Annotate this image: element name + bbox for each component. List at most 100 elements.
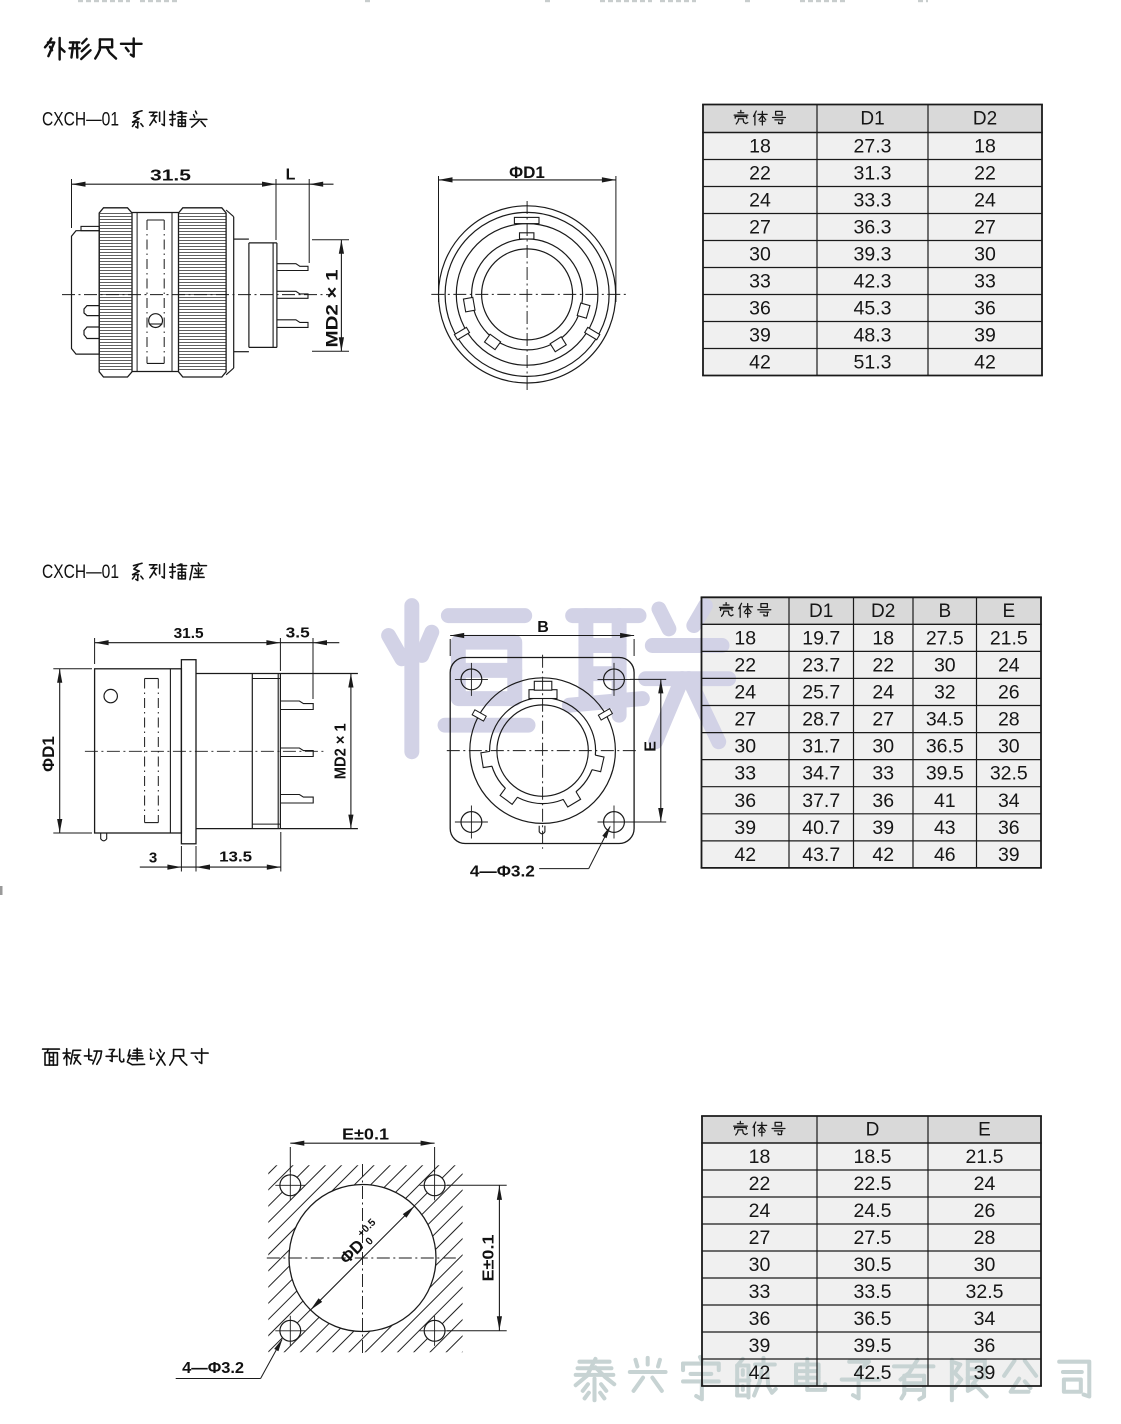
svg-text:39: 39: [974, 325, 996, 347]
svg-text:L: L: [286, 167, 296, 184]
svg-text:18: 18: [974, 136, 996, 158]
svg-text:33: 33: [872, 763, 894, 785]
svg-text:39: 39: [974, 1362, 996, 1384]
svg-text:4—Φ3.2: 4—Φ3.2: [470, 863, 535, 880]
svg-text:30: 30: [934, 654, 956, 676]
svg-text:32.5: 32.5: [990, 763, 1028, 785]
svg-text:24: 24: [749, 1200, 771, 1222]
svg-text:43.7: 43.7: [802, 844, 840, 866]
svg-text:ΦD1: ΦD1: [39, 736, 58, 772]
svg-text:30: 30: [749, 244, 771, 266]
svg-text:33: 33: [749, 1281, 771, 1303]
svg-text:28: 28: [998, 709, 1020, 731]
svg-text:45.3: 45.3: [854, 298, 892, 320]
svg-text:D: D: [866, 1120, 880, 1141]
svg-text:42: 42: [974, 352, 996, 374]
svg-text:36: 36: [974, 298, 996, 320]
svg-text:27: 27: [749, 217, 771, 239]
svg-text:36: 36: [974, 1335, 996, 1357]
svg-text:MD2 × 1: MD2 × 1: [324, 270, 342, 348]
svg-text:21.5: 21.5: [966, 1146, 1004, 1168]
svg-text:27: 27: [734, 709, 756, 731]
svg-text:24: 24: [998, 654, 1020, 676]
svg-text:B: B: [537, 619, 549, 636]
svg-text:42.3: 42.3: [854, 271, 892, 293]
svg-text:34.7: 34.7: [802, 763, 840, 785]
svg-text:32.5: 32.5: [966, 1281, 1004, 1303]
svg-text:27: 27: [872, 709, 894, 731]
svg-text:39.3: 39.3: [854, 244, 892, 266]
svg-text:42: 42: [734, 844, 756, 866]
svg-text:36.5: 36.5: [926, 736, 964, 758]
svg-text:37.7: 37.7: [802, 790, 840, 812]
svg-text:34.5: 34.5: [926, 709, 964, 731]
svg-text:24: 24: [749, 190, 771, 212]
svg-text:30: 30: [734, 736, 756, 758]
svg-text:24: 24: [974, 1173, 996, 1195]
svg-text:18.5: 18.5: [854, 1146, 892, 1168]
svg-text:43: 43: [934, 817, 956, 839]
svg-text:39: 39: [749, 1335, 771, 1357]
svg-text:27.3: 27.3: [854, 136, 892, 158]
svg-text:36: 36: [749, 298, 771, 320]
svg-text:26: 26: [974, 1200, 996, 1222]
svg-text:42: 42: [872, 844, 894, 866]
svg-text:E: E: [642, 741, 659, 752]
svg-text:30: 30: [998, 736, 1020, 758]
svg-text:48.3: 48.3: [854, 325, 892, 347]
svg-text:30: 30: [872, 736, 894, 758]
svg-text:39: 39: [872, 817, 894, 839]
svg-text:28.7: 28.7: [802, 709, 840, 731]
svg-text:24.5: 24.5: [854, 1200, 892, 1222]
svg-text:24: 24: [974, 190, 996, 212]
svg-text:27: 27: [974, 217, 996, 239]
svg-text:36.3: 36.3: [854, 217, 892, 239]
svg-text:18: 18: [734, 627, 756, 649]
svg-text:33.3: 33.3: [854, 190, 892, 212]
svg-text:30: 30: [974, 244, 996, 266]
svg-text:13.5: 13.5: [219, 849, 252, 866]
svg-text:E±0.1: E±0.1: [481, 1234, 498, 1281]
svg-text:22: 22: [749, 1173, 771, 1195]
svg-text:D2: D2: [871, 601, 895, 622]
svg-text:24: 24: [872, 682, 894, 704]
svg-text:31.5: 31.5: [174, 626, 204, 642]
svg-text:34: 34: [974, 1308, 996, 1330]
svg-text:22: 22: [872, 654, 894, 676]
svg-text:D2: D2: [973, 109, 997, 130]
svg-text:25.7: 25.7: [802, 682, 840, 704]
svg-text:D1: D1: [809, 601, 833, 622]
svg-text:18: 18: [872, 627, 894, 649]
svg-text:ΦD1: ΦD1: [509, 163, 545, 182]
svg-text:27.5: 27.5: [926, 627, 964, 649]
svg-text:30: 30: [974, 1254, 996, 1276]
svg-text:24: 24: [734, 682, 756, 704]
svg-text:41: 41: [934, 790, 956, 812]
svg-text:4—Φ3.2: 4—Φ3.2: [182, 1360, 244, 1377]
svg-text:39: 39: [998, 844, 1020, 866]
svg-text:46: 46: [934, 844, 956, 866]
svg-text:36: 36: [998, 817, 1020, 839]
svg-text:22: 22: [749, 163, 771, 185]
svg-text:31.3: 31.3: [854, 163, 892, 185]
svg-text:18: 18: [749, 1146, 771, 1168]
svg-text:22.5: 22.5: [854, 1173, 892, 1195]
svg-text:42: 42: [749, 352, 771, 374]
svg-text:39.5: 39.5: [854, 1335, 892, 1357]
svg-text:33.5: 33.5: [854, 1281, 892, 1303]
svg-text:39: 39: [734, 817, 756, 839]
svg-text:31.7: 31.7: [802, 736, 840, 758]
svg-text:23.7: 23.7: [802, 654, 840, 676]
svg-text:3: 3: [149, 850, 157, 867]
svg-text:42: 42: [749, 1362, 771, 1384]
svg-text:30: 30: [749, 1254, 771, 1276]
svg-text:33: 33: [749, 271, 771, 293]
svg-text:22: 22: [974, 163, 996, 185]
svg-text:40.7: 40.7: [802, 817, 840, 839]
svg-text:D1: D1: [860, 109, 884, 130]
svg-text:39: 39: [749, 325, 771, 347]
svg-text:33: 33: [974, 271, 996, 293]
svg-text:32: 32: [934, 682, 956, 704]
svg-text:42.5: 42.5: [854, 1362, 892, 1384]
svg-text:CXCH—01: CXCH—01: [42, 562, 119, 583]
